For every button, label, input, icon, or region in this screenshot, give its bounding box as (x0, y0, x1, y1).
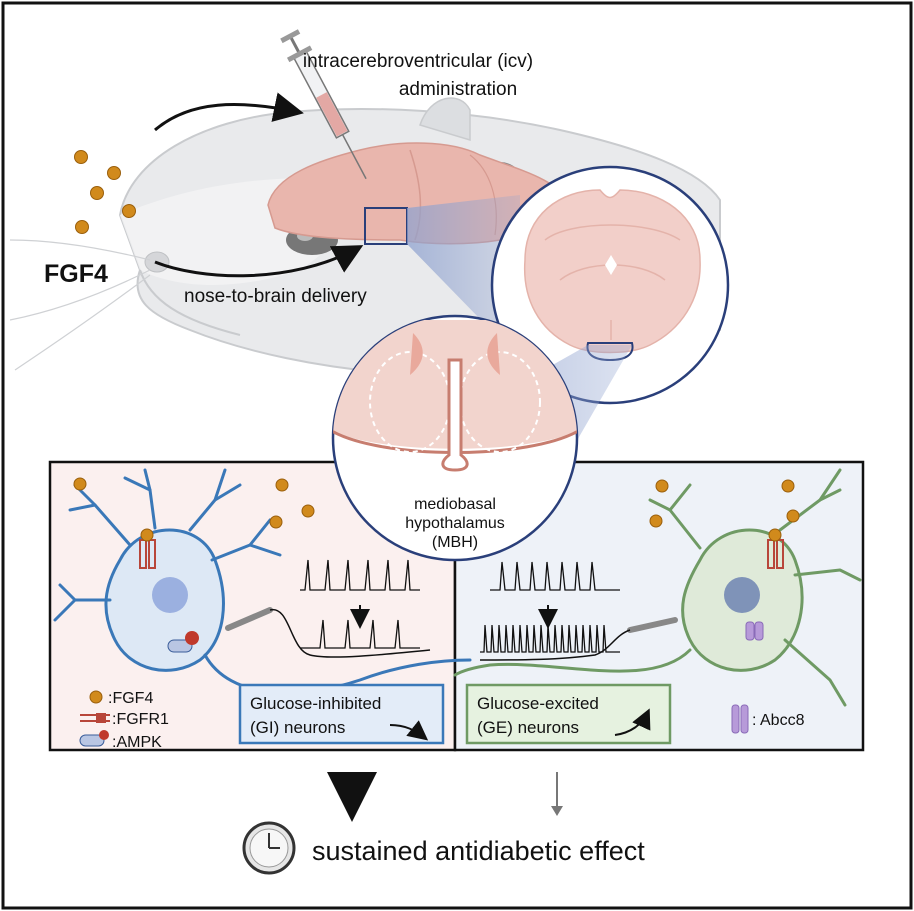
coronal-section (490, 165, 730, 405)
legend-fgf4-icon (89, 690, 103, 704)
mbh-label-line2: hypothalamus (405, 515, 505, 532)
nose-to-brain-label: nose-to-brain delivery (184, 286, 367, 307)
ge-nucleus (724, 577, 760, 613)
gi-neurons-box: Glucose-inhibited (GI) neurons (238, 683, 445, 745)
outcome-label: sustained antidiabetic effect (312, 836, 645, 866)
mbh-label-line3: (MBH) (432, 534, 478, 551)
nose-arrow (154, 245, 364, 278)
fgf4-title: FGF4 (44, 260, 108, 288)
gi-trace-top (300, 559, 420, 591)
ge-trace-bottom (480, 624, 620, 653)
gi-nucleus (152, 577, 188, 613)
gi-ampk (167, 631, 199, 653)
ge-electrode-icon (479, 617, 678, 661)
abcc8-channel-icon (731, 704, 740, 734)
gi-fgfr1-receptor (139, 528, 156, 569)
mbh-label-line1: mediobasal (414, 496, 496, 513)
gi-label-line1: Glucose-inhibited (250, 694, 381, 713)
ge-neurons-box: Glucose-excited (GE) neurons (465, 683, 672, 745)
ge-fgfr1-receptor (767, 528, 784, 569)
gi-label-line2: (GI) neurons (250, 718, 345, 737)
icv-arrow (154, 92, 304, 132)
legend-abcc8: : Abcc8 (731, 704, 805, 734)
legend-ampk-icon (79, 730, 109, 747)
ge-label-line2: (GE) neurons (477, 718, 579, 737)
mbh-zoom-circle: mediobasal hypothalamus (MBH) (331, 314, 579, 562)
legend-abcc8-label: : Abcc8 (752, 712, 805, 729)
icv-label-line2: administration (399, 79, 517, 100)
gi-electrode-icon (225, 607, 431, 658)
ge-trace-top (490, 561, 620, 591)
syringe-icon (280, 29, 367, 180)
panel-fgf4-particles (73, 477, 800, 529)
gi-trace-bottom (300, 619, 420, 649)
fgf4-particles (74, 150, 136, 234)
legend-fgfr1-icon (80, 713, 110, 723)
legend-fgfr1-label: :FGFR1 (112, 711, 169, 728)
magnify-wedge-1 (407, 195, 520, 360)
clock-icon (242, 821, 296, 875)
ge-abcc8-channel (745, 621, 764, 641)
ge-label-line1: Glucose-excited (477, 694, 599, 713)
icv-label-line1: intracerebroventricular (icv) (303, 51, 533, 72)
legend: :FGF4 :FGFR1 :AMPK (79, 690, 169, 751)
legend-ampk-label: :AMPK (112, 734, 162, 751)
legend-fgf4-label: :FGF4 (108, 690, 153, 707)
